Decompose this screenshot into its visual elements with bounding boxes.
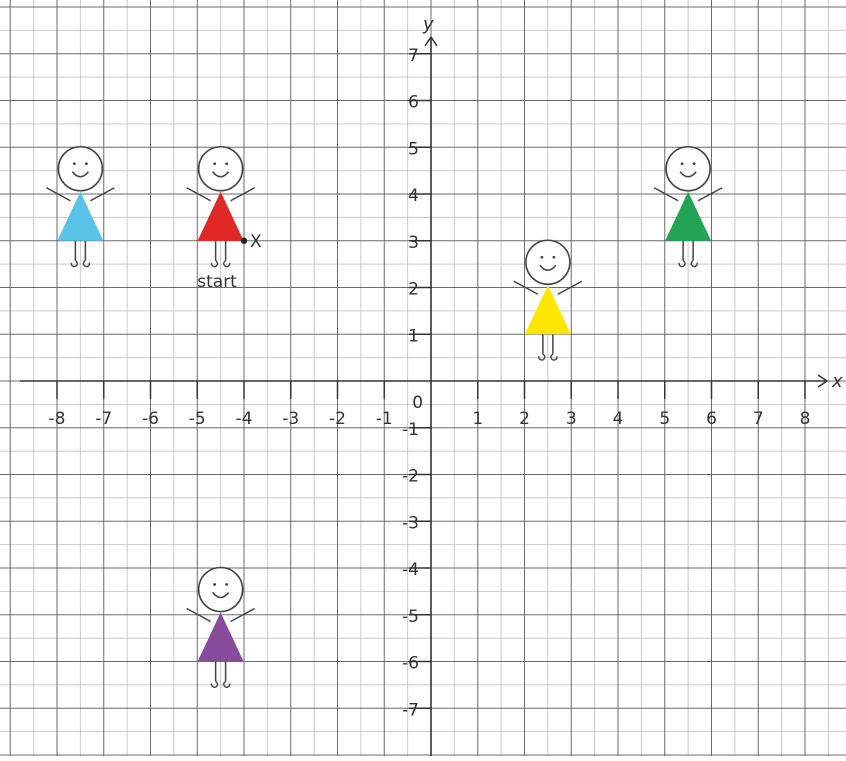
y-tick-label: -3: [402, 513, 419, 533]
x-tick-label: -8: [49, 409, 66, 429]
y-tick-label: -2: [402, 467, 419, 487]
x-tick-label: 6: [706, 409, 717, 429]
figure-dress: [665, 192, 711, 241]
y-tick-label: -6: [402, 654, 419, 674]
x-tick-label: -5: [189, 409, 206, 429]
figure-eye: [540, 256, 543, 259]
y-tick-label: 4: [408, 186, 419, 206]
axes: x y 0: [20, 14, 843, 756]
y-axis-label: y: [422, 14, 434, 35]
figure-eye: [73, 162, 76, 165]
x-tick-label: -6: [142, 409, 159, 429]
figure-eye: [225, 162, 228, 165]
figure-dress: [198, 192, 244, 241]
figure-eye: [85, 162, 88, 165]
origin-label: 0: [412, 393, 423, 413]
figure-head: [666, 147, 710, 191]
x-tick-label: 1: [472, 409, 483, 429]
figure-dress: [525, 285, 571, 334]
x-tick-label: -2: [329, 409, 346, 429]
y-tick-label: 1: [408, 326, 419, 346]
x-tick-label: 5: [659, 409, 670, 429]
figure-eye: [225, 583, 228, 586]
y-tick-label: 2: [408, 280, 419, 300]
figure-head: [58, 147, 102, 191]
figure-eye: [552, 256, 555, 259]
figure-dress: [198, 613, 244, 662]
figure-eye: [693, 162, 696, 165]
x-axis-label: x: [831, 371, 843, 392]
figure-eye: [213, 162, 216, 165]
figure-head: [199, 568, 243, 612]
x-tick-label: -4: [236, 409, 253, 429]
figure-eye: [213, 583, 216, 586]
y-tick-label: -1: [402, 420, 419, 440]
x-tick-label: 7: [753, 409, 764, 429]
figure-eye: [681, 162, 684, 165]
x-tick-label: 8: [800, 409, 811, 429]
y-tick-label: 3: [408, 233, 419, 253]
x-tick-label: 4: [613, 409, 624, 429]
figure-dress: [57, 192, 103, 241]
figure-head: [526, 240, 570, 284]
x-tick-label: 3: [566, 409, 577, 429]
x-tick-label: -1: [376, 409, 393, 429]
y-tick-label: -4: [402, 560, 419, 580]
y-tick-label: -7: [402, 700, 419, 720]
x-tick-label: -7: [95, 409, 112, 429]
y-tick-label: 7: [408, 46, 419, 66]
y-tick-label: -5: [402, 607, 419, 627]
y-tick-label: 6: [408, 93, 419, 113]
start-point-dot: [241, 238, 247, 244]
y-tick-label: 5: [408, 139, 419, 159]
start-label: start: [197, 272, 237, 292]
start-point-mark: X: [250, 232, 262, 252]
x-tick-label: -3: [282, 409, 299, 429]
x-tick-label: 2: [519, 409, 530, 429]
figure-head: [199, 147, 243, 191]
